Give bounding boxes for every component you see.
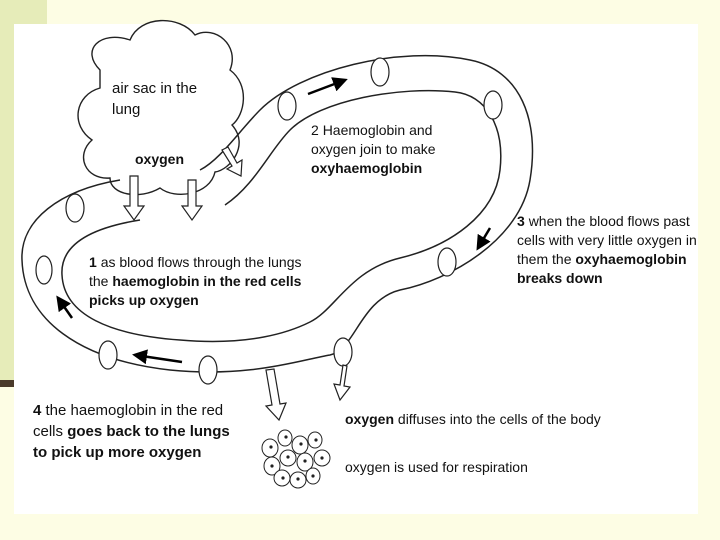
blood-vessel-outer (21, 54, 534, 373)
step-4-text: the haemoglobin in the red cells (33, 402, 224, 440)
step-4-number: 4 (33, 402, 42, 419)
step-4-bold: goes back to the lungs to pick up more o… (33, 423, 230, 461)
step-1-text: as blood flows through the lungs the (89, 254, 302, 289)
oxygen-label: oxygen (135, 151, 185, 167)
step-3-number: 3 (517, 213, 525, 229)
step-1-bold: haemoglobin in the (112, 273, 241, 289)
step-3-text: when the blood flows past cells with ver… (517, 213, 697, 267)
air-sac-cloud (77, 19, 245, 196)
step-1-number: 1 (89, 254, 97, 270)
step-1-label: 1 as blood flows through the lungs the h… (89, 253, 319, 310)
step-2-text: Haemoglobin and oxygen join to make (311, 122, 436, 157)
step-3-bold: oxyhaemoglobin breaks down (517, 251, 687, 286)
oxygen-in-arrows (122, 146, 243, 222)
blood-vessel-inner (61, 89, 502, 343)
step-1-text2: red cells picks up oxygen (89, 273, 302, 308)
air-sac-label: air sac in the lung (112, 80, 198, 118)
diffuse-bold: oxygen (345, 411, 395, 427)
step-2-label: 2 Haemoglobin and oxygen join to make ox… (311, 121, 481, 178)
step-2-number: 2 (311, 122, 319, 138)
body-cells (261, 429, 331, 489)
body-cell-nuclei (269, 435, 324, 481)
slide-side-mark (0, 380, 14, 387)
flow-arrows (56, 77, 492, 365)
step-2-bold: oxyhaemoglobin (311, 160, 423, 176)
respiration-label: oxygen is used for respiration (345, 459, 528, 475)
step-3-label: 3 when the blood flows past cells with v… (517, 212, 713, 288)
oxygen-out-arrows (264, 364, 352, 422)
diffuse-label: oxygen diffuses into the cells of the bo… (345, 410, 635, 429)
step-4-label: 4 the haemoglobin in the red cells goes … (33, 400, 248, 463)
diffuse-text: diffuses into the cells of the body (397, 411, 601, 427)
